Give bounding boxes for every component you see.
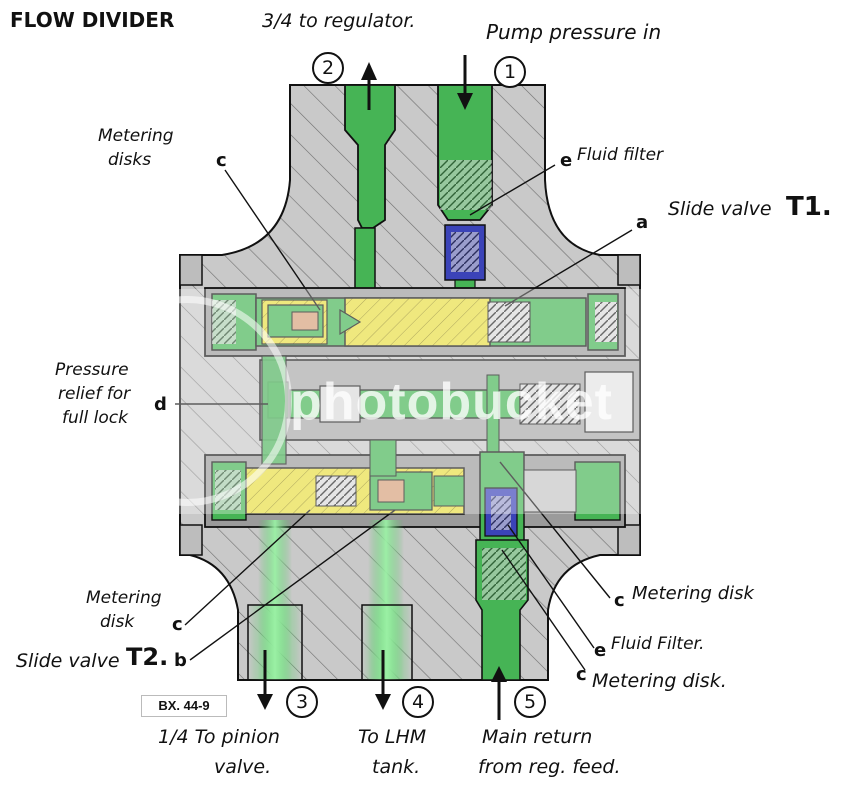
port-5-label-line2: from reg. feed.	[478, 756, 621, 778]
fluid-filter-top-label: Fluid filter	[577, 145, 664, 165]
port-3-label-line2: valve.	[214, 756, 272, 778]
port-3-number: 3	[286, 686, 318, 718]
port-3-label-line1: 1/4 To pinion	[158, 726, 280, 748]
port-1-label: Pump pressure in	[486, 20, 662, 44]
port-5-label-line1: Main return	[482, 726, 593, 748]
callout-c-right2: c	[576, 664, 587, 685]
callout-c-left: c	[172, 614, 183, 635]
port-4-number: 4	[402, 686, 434, 718]
metering-disk-left-line1: Metering	[86, 588, 162, 608]
figure-id-badge: BX. 44-9	[141, 695, 227, 717]
metering-disk-left-line2: disk	[100, 612, 135, 632]
slide-valve-t2-id: T2.	[126, 643, 169, 671]
port-4-label-line2: tank.	[372, 756, 421, 778]
slide-valve-t1-label: Slide valve	[668, 198, 772, 220]
callout-d: d	[154, 394, 167, 415]
metering-disk-right-label: Metering disk	[632, 583, 754, 604]
leader-lines	[175, 164, 633, 671]
slide-valve-t2-label: Slide valve	[16, 650, 120, 672]
metering-disk-right2-label: Metering disk.	[592, 670, 727, 692]
diagram-title: FLOW DIVIDER	[10, 8, 175, 32]
pressure-relief-line2: relief for	[58, 384, 131, 404]
metering-disks-label-line2: disks	[108, 150, 152, 170]
port-2-number: 2	[312, 52, 344, 84]
port-4-label-line1: To LHM	[358, 726, 427, 748]
slide-valve-t1-id: T1.	[786, 192, 832, 222]
port-5-number: 5	[514, 686, 546, 718]
metering-disks-label-line1: Metering	[98, 126, 174, 146]
port-2-label: 3/4 to regulator.	[262, 10, 416, 32]
port-1-number: 1	[494, 56, 526, 88]
fluid-filter-right-label: Fluid Filter.	[611, 634, 705, 654]
pressure-relief-line1: Pressure	[55, 360, 129, 380]
callout-c-right: c	[614, 590, 625, 611]
callout-e-right: e	[594, 640, 607, 661]
callout-c-top: c	[216, 150, 227, 171]
callout-e-top: e	[560, 150, 573, 171]
callout-b: b	[174, 650, 187, 671]
pressure-relief-line3: full lock	[62, 408, 128, 428]
callout-a: a	[636, 212, 649, 233]
